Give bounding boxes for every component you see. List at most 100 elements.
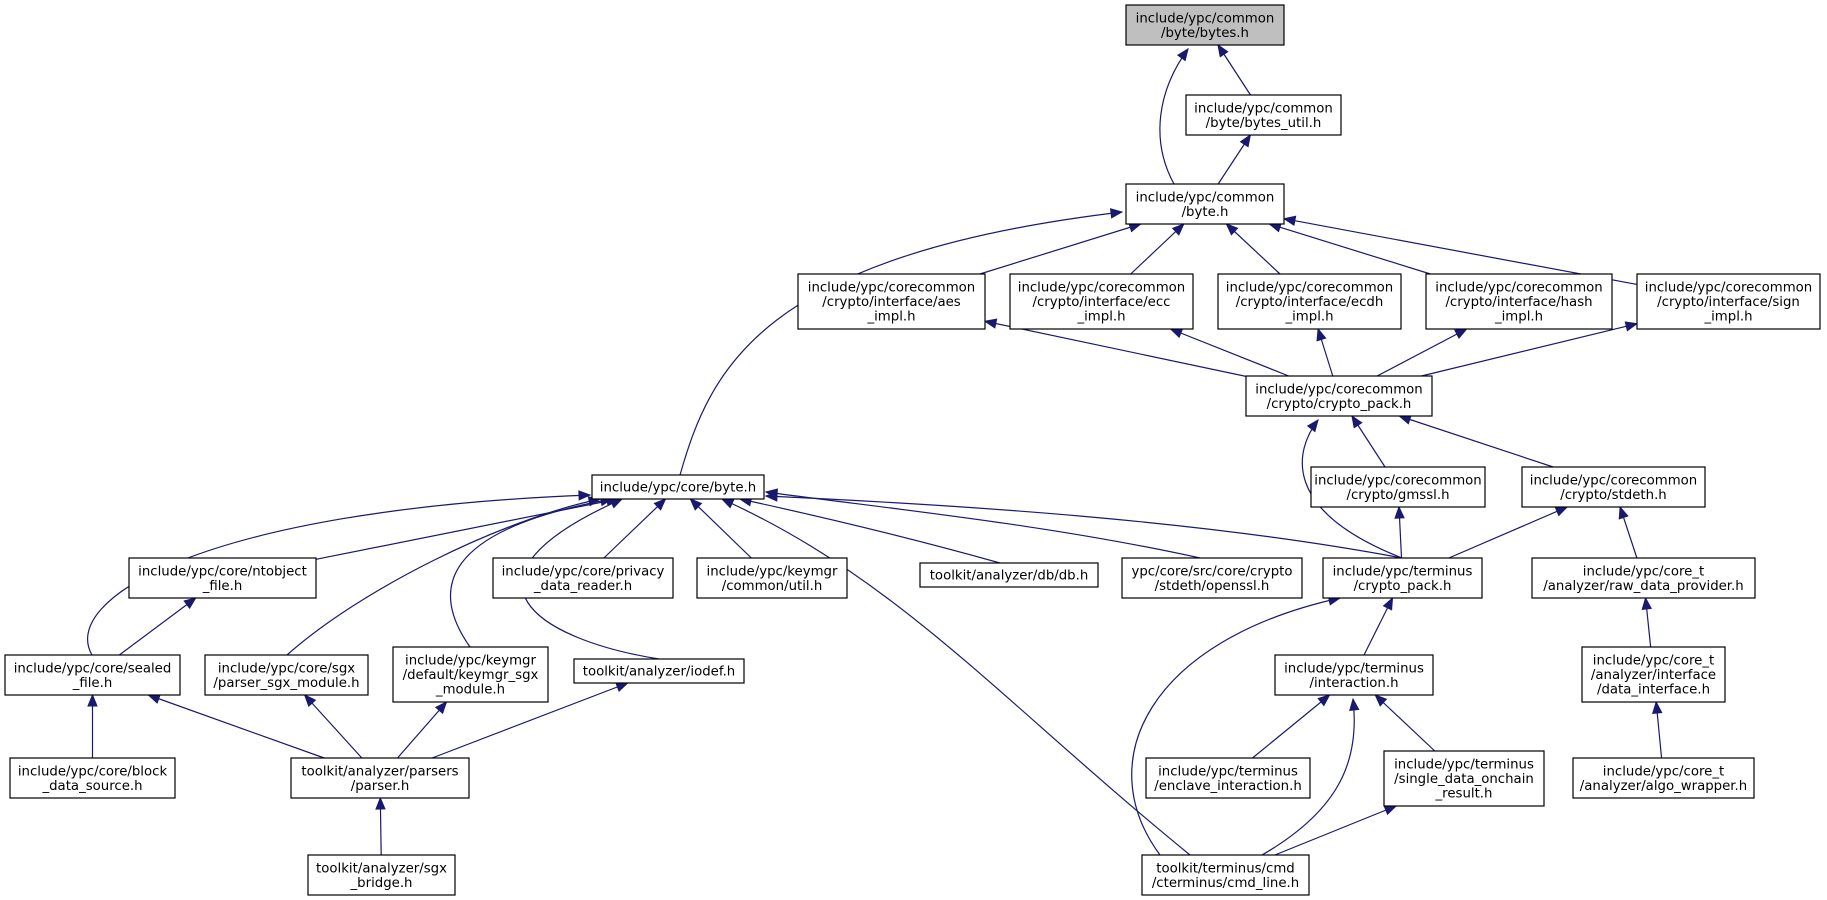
arrowhead [1217, 43, 1229, 58]
arrowhead [1618, 505, 1629, 520]
edge-line [450, 498, 613, 648]
arrowhead [375, 796, 386, 810]
edge-line [721, 498, 1191, 856]
edge-line [979, 223, 1141, 275]
node-label-line: include/ypc/common [1136, 190, 1275, 205]
nodes-layer: include/ypc/common/byte/bytes.hinclude/y… [4, 4, 1821, 896]
node-box [1581, 646, 1726, 703]
node-sign[interactable]: include/ypc/corecommon/crypto/interface/… [1636, 273, 1821, 330]
edge-line [1131, 597, 1341, 856]
edge-block-to-sealed [87, 693, 98, 758]
edge-ecc-to-common_byte [1130, 223, 1185, 275]
node-iodef[interactable]: toolkit/analyzer/iodef.h [573, 658, 745, 684]
node-sealed[interactable]: include/ypc/core/sealed_file.h [4, 654, 181, 696]
node-box [1383, 750, 1545, 807]
edge-keymgr_util-to-core_byte [689, 498, 752, 559]
edge-sgx_bridge-to-parser [375, 796, 386, 856]
node-label-line: toolkit/analyzer/sgx [316, 861, 447, 876]
node-stdeth[interactable]: include/ypc/corecommon/crypto/stdeth.h [1521, 466, 1706, 508]
edge-line [1301, 419, 1403, 559]
node-box [128, 557, 317, 599]
edges-layer [87, 43, 1663, 856]
node-hash[interactable]: include/ypc/corecommon/crypto/interface/… [1425, 273, 1613, 330]
node-interaction[interactable]: include/ypc/terminus/interaction.h [1274, 654, 1434, 696]
node-label-line: _module.h [435, 683, 505, 698]
node-keymgr_util[interactable]: include/ypc/keymgr/common/util.h [696, 557, 848, 599]
node-core_byte[interactable]: include/ypc/core/byte.h [591, 474, 765, 500]
node-box [4, 654, 181, 696]
node-bytes_util[interactable]: include/ypc/common/byte/bytes_util.h [1185, 94, 1342, 136]
edge-line [1448, 506, 1568, 559]
node-box [1572, 757, 1755, 799]
node-label-line: /crypto/stdeth.h [1560, 488, 1666, 503]
node-single[interactable]: include/ypc/terminus/single_data_onchain… [1383, 750, 1545, 807]
node-sgx_bridge[interactable]: toolkit/analyzer/sgx_bridge.h [307, 854, 456, 896]
node-db[interactable]: toolkit/analyzer/db/db.h [919, 562, 1099, 588]
arrowhead [1349, 697, 1360, 712]
node-box [290, 757, 470, 799]
edge-cc_crypto_pack-to-aes [983, 318, 1247, 377]
node-label-line: include/ypc/core_t [1593, 654, 1714, 669]
node-data_interface[interactable]: include/ypc/core_t/analyzer/interface/da… [1581, 646, 1726, 703]
node-openssl[interactable]: ypc/core/src/core/crypto/stdeth/openssl.… [1121, 557, 1303, 599]
node-label-line: /common/util.h [722, 579, 823, 594]
node-ntobject[interactable]: include/ypc/core/ntobject_file.h [128, 557, 317, 599]
node-parser[interactable]: toolkit/analyzer/parsers/parser.h [290, 757, 470, 799]
arrowhead [1652, 700, 1663, 714]
node-cmd_line[interactable]: toolkit/terminus/cmd/cterminus/cmd_line.… [1141, 854, 1310, 896]
edge-line [1274, 805, 1397, 856]
edge-cc_crypto_pack-to-hash [1376, 328, 1468, 377]
node-label-line: /analyzer/raw_data_provider.h [1543, 579, 1743, 594]
node-label-line: include/ypc/terminus [1158, 764, 1298, 779]
node-label-line: _file.h [202, 579, 243, 594]
node-box [492, 557, 674, 599]
node-label-line: toolkit/analyzer/db/db.h [930, 569, 1089, 584]
node-term_crypto[interactable]: include/ypc/terminus/crypto_pack.h [1322, 557, 1483, 599]
node-cc_crypto_pack[interactable]: include/ypc/corecommon/crypto/crypto_pac… [1245, 375, 1433, 417]
node-bytes[interactable]: include/ypc/common/byte/bytes.h [1125, 4, 1285, 46]
node-algo[interactable]: include/ypc/core_t/analyzer/algo_wrapper… [1572, 757, 1755, 799]
arrowhead [983, 318, 998, 329]
node-aes[interactable]: include/ypc/corecommon/crypto/interface/… [797, 273, 986, 330]
node-label-line: _result.h [1435, 787, 1493, 802]
node-label-line: include/ypc/corecommon [1645, 281, 1812, 296]
node-label-line: /crypto/interface/ecc [1033, 295, 1171, 310]
edge-parser-to-sgx_parser [303, 694, 363, 759]
node-ecc[interactable]: include/ypc/corecommon/crypto/interface/… [1009, 273, 1194, 330]
node-label-line: /parser.h [351, 779, 410, 794]
node-block[interactable]: include/ypc/core/block_data_source.h [9, 757, 176, 799]
node-privacy[interactable]: include/ypc/core/privacy_data_reader.h [492, 557, 674, 599]
node-raw_data[interactable]: include/ypc/core_t/analyzer/raw_data_pro… [1531, 557, 1756, 599]
node-box [1310, 466, 1486, 508]
arrowhead [1351, 414, 1363, 429]
edge-raw_data-to-stdeth [1618, 505, 1638, 559]
node-keymgr_sgx[interactable]: include/ypc/keymgr/default/keymgr_sgx_mo… [392, 646, 549, 703]
node-box [1009, 273, 1194, 330]
edge-line [739, 498, 1001, 564]
node-label-line: include/ypc/corecommon [1435, 281, 1602, 296]
arrowhead [609, 498, 624, 509]
node-box [591, 474, 765, 500]
arrowhead [1306, 418, 1319, 433]
node-label-line: include/ypc/corecommon [1018, 281, 1185, 296]
arrowhead [1176, 47, 1189, 62]
arrowhead [87, 693, 98, 707]
edge-line [765, 495, 1403, 559]
node-sgx_parser[interactable]: include/ypc/core/sgx/parser_sgx_module.h [204, 654, 369, 696]
node-common_byte[interactable]: include/ypc/common/byte.h [1125, 183, 1285, 225]
node-label-line: include/ypc/common [1136, 11, 1275, 26]
node-label-line: /crypto/interface/ecdh [1236, 295, 1384, 310]
arrowhead [653, 498, 667, 511]
edge-line [118, 597, 197, 656]
node-label-line: /byte/bytes.h [1161, 26, 1249, 41]
edge-privacy-to-core_byte [603, 498, 667, 559]
node-gmssl[interactable]: include/ypc/corecommon/crypto/gmssl.h [1310, 466, 1486, 508]
arrowhead [1169, 328, 1184, 339]
node-label-line: include/ypc/core/block [18, 764, 168, 779]
node-ecdh[interactable]: include/ypc/corecommon/crypto/interface/… [1217, 273, 1402, 330]
node-label-line: _data_source.h [41, 779, 142, 794]
edge-cc_crypto_pack-to-ecdh [1316, 327, 1334, 377]
edge-line [1269, 223, 1431, 275]
node-enclave[interactable]: include/ypc/terminus/enclave_interaction… [1145, 757, 1311, 799]
node-box [1245, 375, 1433, 417]
